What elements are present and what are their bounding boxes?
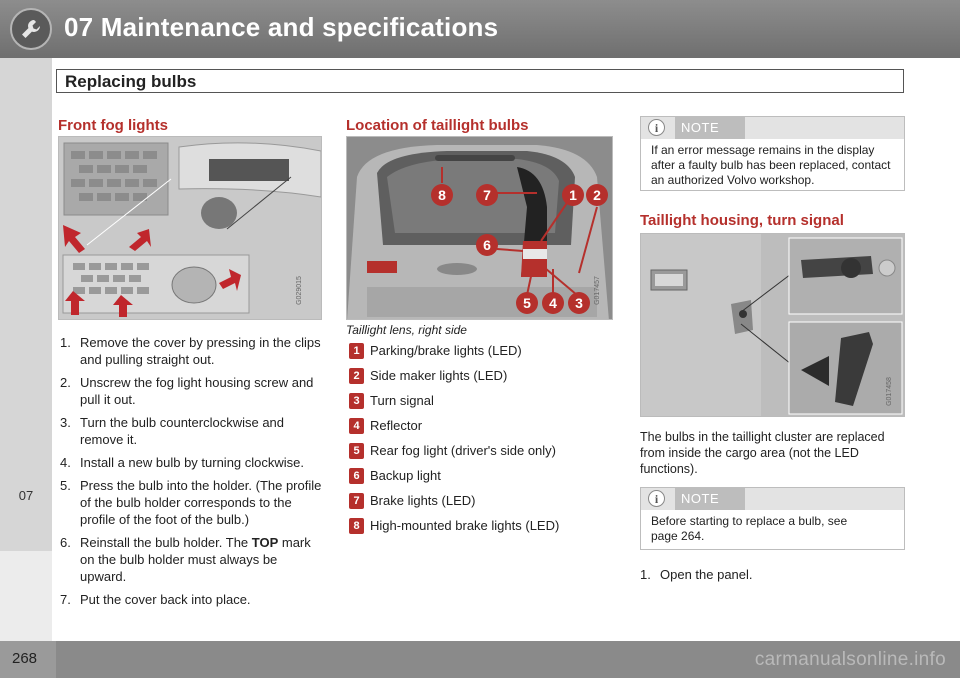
callout-4: 4 (549, 295, 557, 311)
figure-taillight-housing: G017458 (640, 233, 905, 417)
step-text: Install a new bulb by turning clockwise. (80, 455, 305, 470)
cargo-panel-illustration (641, 234, 904, 416)
note-box: i NOTE If an error message remains in th… (640, 116, 905, 191)
info-icon: i (648, 119, 665, 136)
legend-text: Turn signal (370, 393, 434, 408)
legend-badge: 4 (349, 418, 364, 434)
legend-badge: 3 (349, 393, 364, 409)
legend-text: Backup light (370, 468, 441, 483)
legend-text: Side maker lights (LED) (370, 368, 508, 383)
list-item: 4. Install a new bulb by turning clockwi… (60, 454, 322, 471)
figure-code: G017458 (885, 377, 893, 406)
step-text-after: mark on the bulb holder must always be u… (80, 535, 311, 584)
figure-taillight-location: 8 7 1 2 6 5 4 3 G017457 (346, 136, 613, 320)
list-item: 3. Turn the bulb counterclockwise and re… (60, 414, 322, 448)
legend-text: Rear fog light (driver's side only) (370, 443, 556, 458)
note-header: i NOTE (641, 117, 904, 139)
step-number: 6. (60, 535, 71, 550)
top-mark-label: TOP (251, 535, 279, 550)
list-item: 1. Remove the cover by pressing in the c… (60, 334, 322, 368)
page-footer: 268 carmanualsonline.info (0, 641, 960, 678)
step-text: Press the bulb into the holder. (The pro… (80, 478, 322, 527)
note-label: NOTE (681, 491, 720, 506)
list-item: 1. Open the panel. (640, 566, 902, 583)
step-number: 1. (640, 567, 651, 582)
step-number: 5. (60, 478, 71, 493)
panel-steps: 1. Open the panel. (640, 566, 902, 589)
heading-taillight-location: Location of taillight bulbs (346, 117, 529, 134)
note-label: NOTE (681, 120, 720, 135)
callout-3: 3 (575, 295, 583, 311)
callout-5: 5 (523, 295, 531, 311)
step-text: Unscrew the fog light housing screw and … (80, 375, 314, 407)
section-title: Replacing bulbs (65, 72, 197, 91)
step-text-before: Reinstall the bulb holder. The (80, 535, 252, 550)
fog-light-illustration (59, 137, 321, 319)
step-number: 2. (60, 375, 71, 390)
step-number: 4. (60, 455, 71, 470)
callout-8: 8 (438, 187, 446, 203)
legend-badge: 1 (349, 343, 364, 359)
list-item: 7. Put the cover back into place. (60, 591, 322, 608)
chapter-title: 07 Maintenance and specifications (64, 12, 499, 42)
step-text: Turn the bulb counterclockwise and remov… (80, 415, 285, 447)
step-number: 3. (60, 415, 71, 430)
step-text: Put the cover back into place. (80, 592, 251, 607)
legend-badge: 8 (349, 518, 364, 534)
page-number: 268 (12, 650, 38, 667)
watermark: carmanualsonline.info (754, 649, 946, 670)
legend-badge: 6 (349, 468, 364, 484)
figure-front-fog-lights: G029015 (58, 136, 322, 320)
legend-badge: 7 (349, 493, 364, 509)
list-item: 6. Reinstall the bulb holder. The TOP ma… (60, 534, 322, 585)
note-label-bg (675, 117, 745, 139)
callout-6: 6 (483, 237, 491, 253)
legend-text: Parking/brake lights (LED) (370, 343, 522, 358)
figure-code: G017457 (593, 276, 601, 305)
taillight-paragraph: The bulbs in the taillight cluster are r… (640, 430, 885, 476)
legend-text: Brake lights (LED) (370, 493, 476, 508)
figure-caption: Taillight lens, right side (346, 323, 467, 337)
note-box: i NOTE Before starting to replace a bulb… (640, 487, 905, 550)
callout-2: 2 (593, 187, 601, 203)
list-item: 2. Unscrew the fog light housing screw a… (60, 374, 322, 408)
figure-code: G029015 (295, 276, 303, 305)
heading-taillight-housing: Taillight housing, turn signal (640, 212, 844, 229)
list-item: 5. Press the bulb into the holder. (The … (60, 477, 322, 528)
section-bar: Replacing bulbs (56, 69, 904, 93)
note-header: i NOTE (641, 488, 904, 510)
legend-badge: 5 (349, 443, 364, 459)
chapter-header: 07 Maintenance and specifications (0, 0, 960, 58)
heading-front-fog-lights: Front fog lights (58, 117, 168, 134)
info-icon: i (648, 490, 665, 507)
note-text: Before starting to replace a bulb, see p… (651, 514, 848, 543)
chapter-side-tab: 07 (0, 58, 52, 551)
step-text: Open the panel. (660, 567, 753, 582)
note-label-bg (675, 488, 745, 510)
legend-text: High-mounted brake lights (LED) (370, 518, 560, 533)
footer-page-tab: 268 (0, 641, 56, 678)
chapter-side-tab-label: 07 (18, 488, 34, 503)
callout-1: 1 (569, 187, 577, 203)
fog-light-steps: 1. Remove the cover by pressing in the c… (60, 334, 322, 614)
step-number: 1. (60, 335, 71, 350)
step-number: 7. (60, 592, 71, 607)
legend-badge: 2 (349, 368, 364, 384)
taillight-illustration: 8 7 1 2 6 5 4 3 (347, 137, 612, 319)
side-margin (0, 551, 52, 641)
note-text: If an error message remains in the displ… (651, 143, 891, 187)
callout-7: 7 (483, 187, 491, 203)
step-text: Remove the cover by pressing in the clip… (80, 335, 321, 367)
wrench-icon (10, 8, 52, 50)
legend-text: Reflector (370, 418, 423, 433)
